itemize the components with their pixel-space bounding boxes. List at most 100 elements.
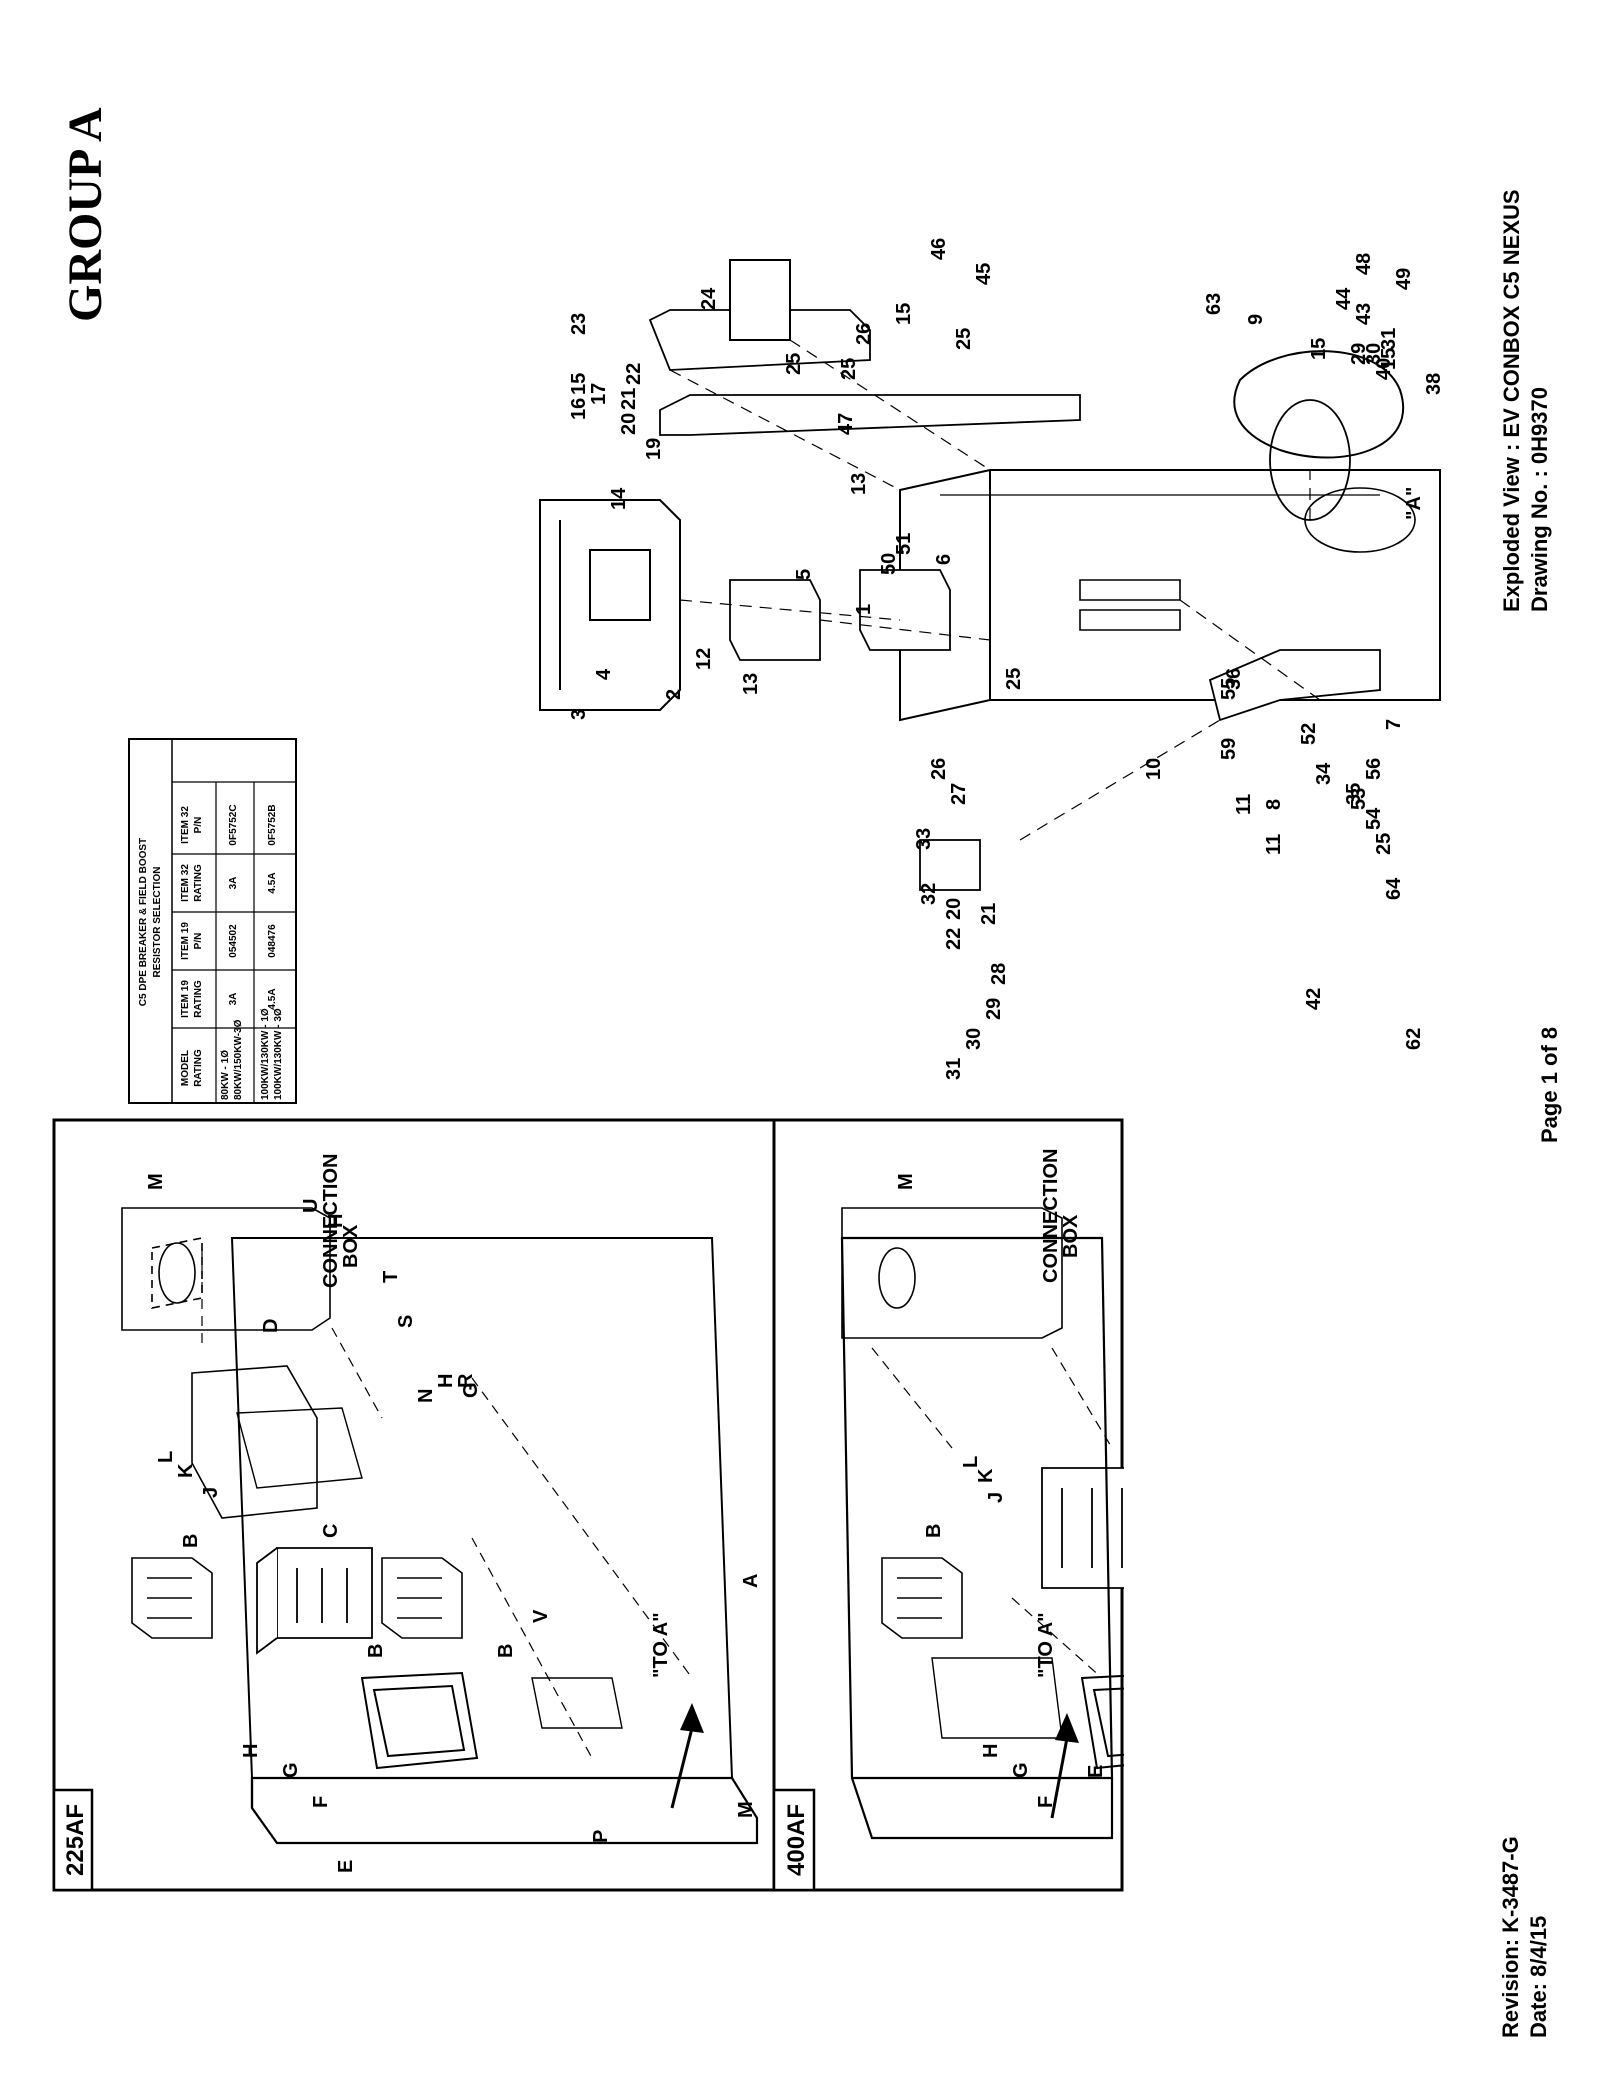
callout-64: 64: [1383, 877, 1405, 900]
exploded-view-title: Exploded View : EV CONBOX C5 NEXUS: [1499, 189, 1524, 612]
bracket-item-6: [859, 569, 951, 651]
callout-46: 46: [928, 238, 950, 260]
door-a-225: [230, 1237, 759, 1845]
callout-25c: 25: [1003, 668, 1025, 690]
callout-400-j: J: [985, 1492, 1007, 1503]
panel-225af: 225AF CONNECTION BOX: [52, 1154, 762, 1892]
row1-item19-pn: 054502: [228, 924, 239, 958]
callout-20: 20: [618, 413, 640, 435]
callout-30b: 30: [1363, 343, 1385, 365]
callout-225-b2: B: [365, 1644, 387, 1658]
callout-225-a: A: [740, 1574, 762, 1588]
callout-225-j: J: [200, 1487, 222, 1498]
callout-7: 7: [1383, 719, 1405, 730]
row1-item32-rating: 3A: [228, 877, 239, 890]
callout-25e: 25: [1373, 833, 1395, 855]
relay-item-45: [919, 839, 981, 891]
callout-55: 55: [1218, 678, 1240, 700]
panel-400af: 400AF CONNECTION BOX: [772, 1149, 1124, 1892]
row1-item32-pn: 0F5752C: [228, 804, 239, 845]
callout-47: 47: [835, 413, 857, 435]
trim-frame-e-225: [360, 1671, 479, 1770]
breaker-400: [1041, 1467, 1124, 1589]
lug-cover-225-a: [131, 1557, 213, 1639]
cover-item-9: [1233, 350, 1404, 459]
row2-item19-pn: 048476: [267, 924, 278, 958]
callout-225-u: U: [300, 1199, 322, 1213]
callout-12: 12: [693, 648, 715, 670]
leader-lines-400: [871, 1347, 1113, 1679]
callout-225-n: N: [415, 1389, 437, 1403]
callout-63: 63: [1203, 293, 1225, 315]
callout-33: 33: [913, 828, 935, 850]
callout-44: 44: [1333, 287, 1355, 310]
callout-28: 28: [988, 963, 1010, 985]
callout-25b: 25: [953, 328, 975, 350]
callout-225-b1: B: [180, 1534, 202, 1548]
callout-29: 29: [983, 998, 1005, 1020]
callout-4: 4: [593, 668, 615, 680]
callout-225-c: C: [320, 1524, 342, 1538]
callout-42: 42: [1303, 988, 1325, 1010]
date: Date: 8/4/15: [1526, 1915, 1551, 2038]
row2-item32-rating: 4.5A: [267, 872, 278, 893]
callout-21b: 21: [978, 903, 1000, 925]
callout-49: 49: [1393, 268, 1415, 290]
header-item19-pn-1: ITEM 19: [180, 922, 191, 960]
enclosure-item-1: [899, 469, 1441, 722]
main-callouts: 1 2 3 4 5 6 7 8 9 10 11 11 12 13 13 14 1…: [568, 238, 1445, 1080]
callout-225-r: R: [455, 1373, 477, 1388]
callout-21: 21: [618, 388, 640, 410]
callout-38b: 38: [1423, 373, 1445, 395]
callout-225-h2: H: [435, 1374, 457, 1388]
breaker-options-frame: 225AF CONNECTION BOX: [52, 1118, 1124, 1892]
callout-225-g: G: [280, 1762, 302, 1778]
lug-cover-400-a: [881, 1557, 963, 1639]
breaker-225: [256, 1547, 373, 1655]
callout-22b: 22: [943, 928, 965, 950]
callout-400-h: H: [980, 1744, 1002, 1758]
connection-box-225-label-2: BOX: [340, 1224, 362, 1268]
callout-59: 59: [1218, 738, 1240, 760]
row1-model-2: 80KW/150KW-3Ø: [233, 1019, 244, 1100]
callout-56: 56: [1363, 758, 1385, 780]
row2-item19-rating: 4.5A: [267, 988, 278, 1009]
callout-2: 2: [663, 689, 685, 700]
callout-400-e: E: [1085, 1765, 1107, 1778]
callout-400-g: G: [1010, 1762, 1032, 1778]
lug-cover-225-b: [381, 1557, 463, 1639]
callout-54: 54: [1363, 807, 1385, 830]
callout-20b: 20: [943, 898, 965, 920]
table-title-line1: C5 DPE BREAKER & FIELD BOOST: [138, 838, 149, 1006]
callout-25a: 25: [838, 358, 860, 380]
callout-51: 51: [893, 533, 915, 555]
bracket-item-62: [1208, 649, 1381, 722]
callout-19: 19: [643, 438, 665, 460]
plate-c-225: [236, 1407, 363, 1489]
callout-225-b3: B: [495, 1644, 517, 1658]
header-item32-pn-2: P/N: [193, 817, 204, 834]
callout-225-m1: M: [145, 1173, 167, 1190]
callout-view-a: "A": [1403, 487, 1425, 520]
callout-10: 10: [1143, 758, 1165, 780]
callout-13: 13: [740, 673, 762, 695]
callout-32: 32: [918, 883, 940, 905]
callout-225-k: K: [175, 1463, 197, 1478]
callout-62: 62: [1403, 1028, 1425, 1050]
header-item32-rating-1: ITEM 32: [180, 864, 191, 902]
header-item32-rating-2: RATING: [193, 864, 204, 902]
connection-box-225-label-1: CONNECTION: [320, 1154, 342, 1288]
callout-15d: 15: [1378, 348, 1400, 370]
header-item19-rating-2: RATING: [193, 980, 204, 1018]
callout-225-l: L: [155, 1451, 177, 1463]
table-title-line2: RESISTOR SELECTION: [152, 867, 163, 978]
exploded-view-caption: Exploded View : EV CONBOX C5 NEXUS Drawi…: [1498, 189, 1554, 612]
callout-225-g2: G: [460, 1382, 482, 1398]
callout-1: 1: [853, 604, 875, 615]
callout-225-e: E: [335, 1860, 357, 1873]
header-item19-pn-2: P/N: [193, 933, 204, 950]
callout-34: 34: [1313, 762, 1335, 785]
callout-400-b1: B: [923, 1524, 945, 1538]
group-title: GROUP A: [59, 107, 112, 322]
callout-16: 16: [568, 398, 590, 420]
